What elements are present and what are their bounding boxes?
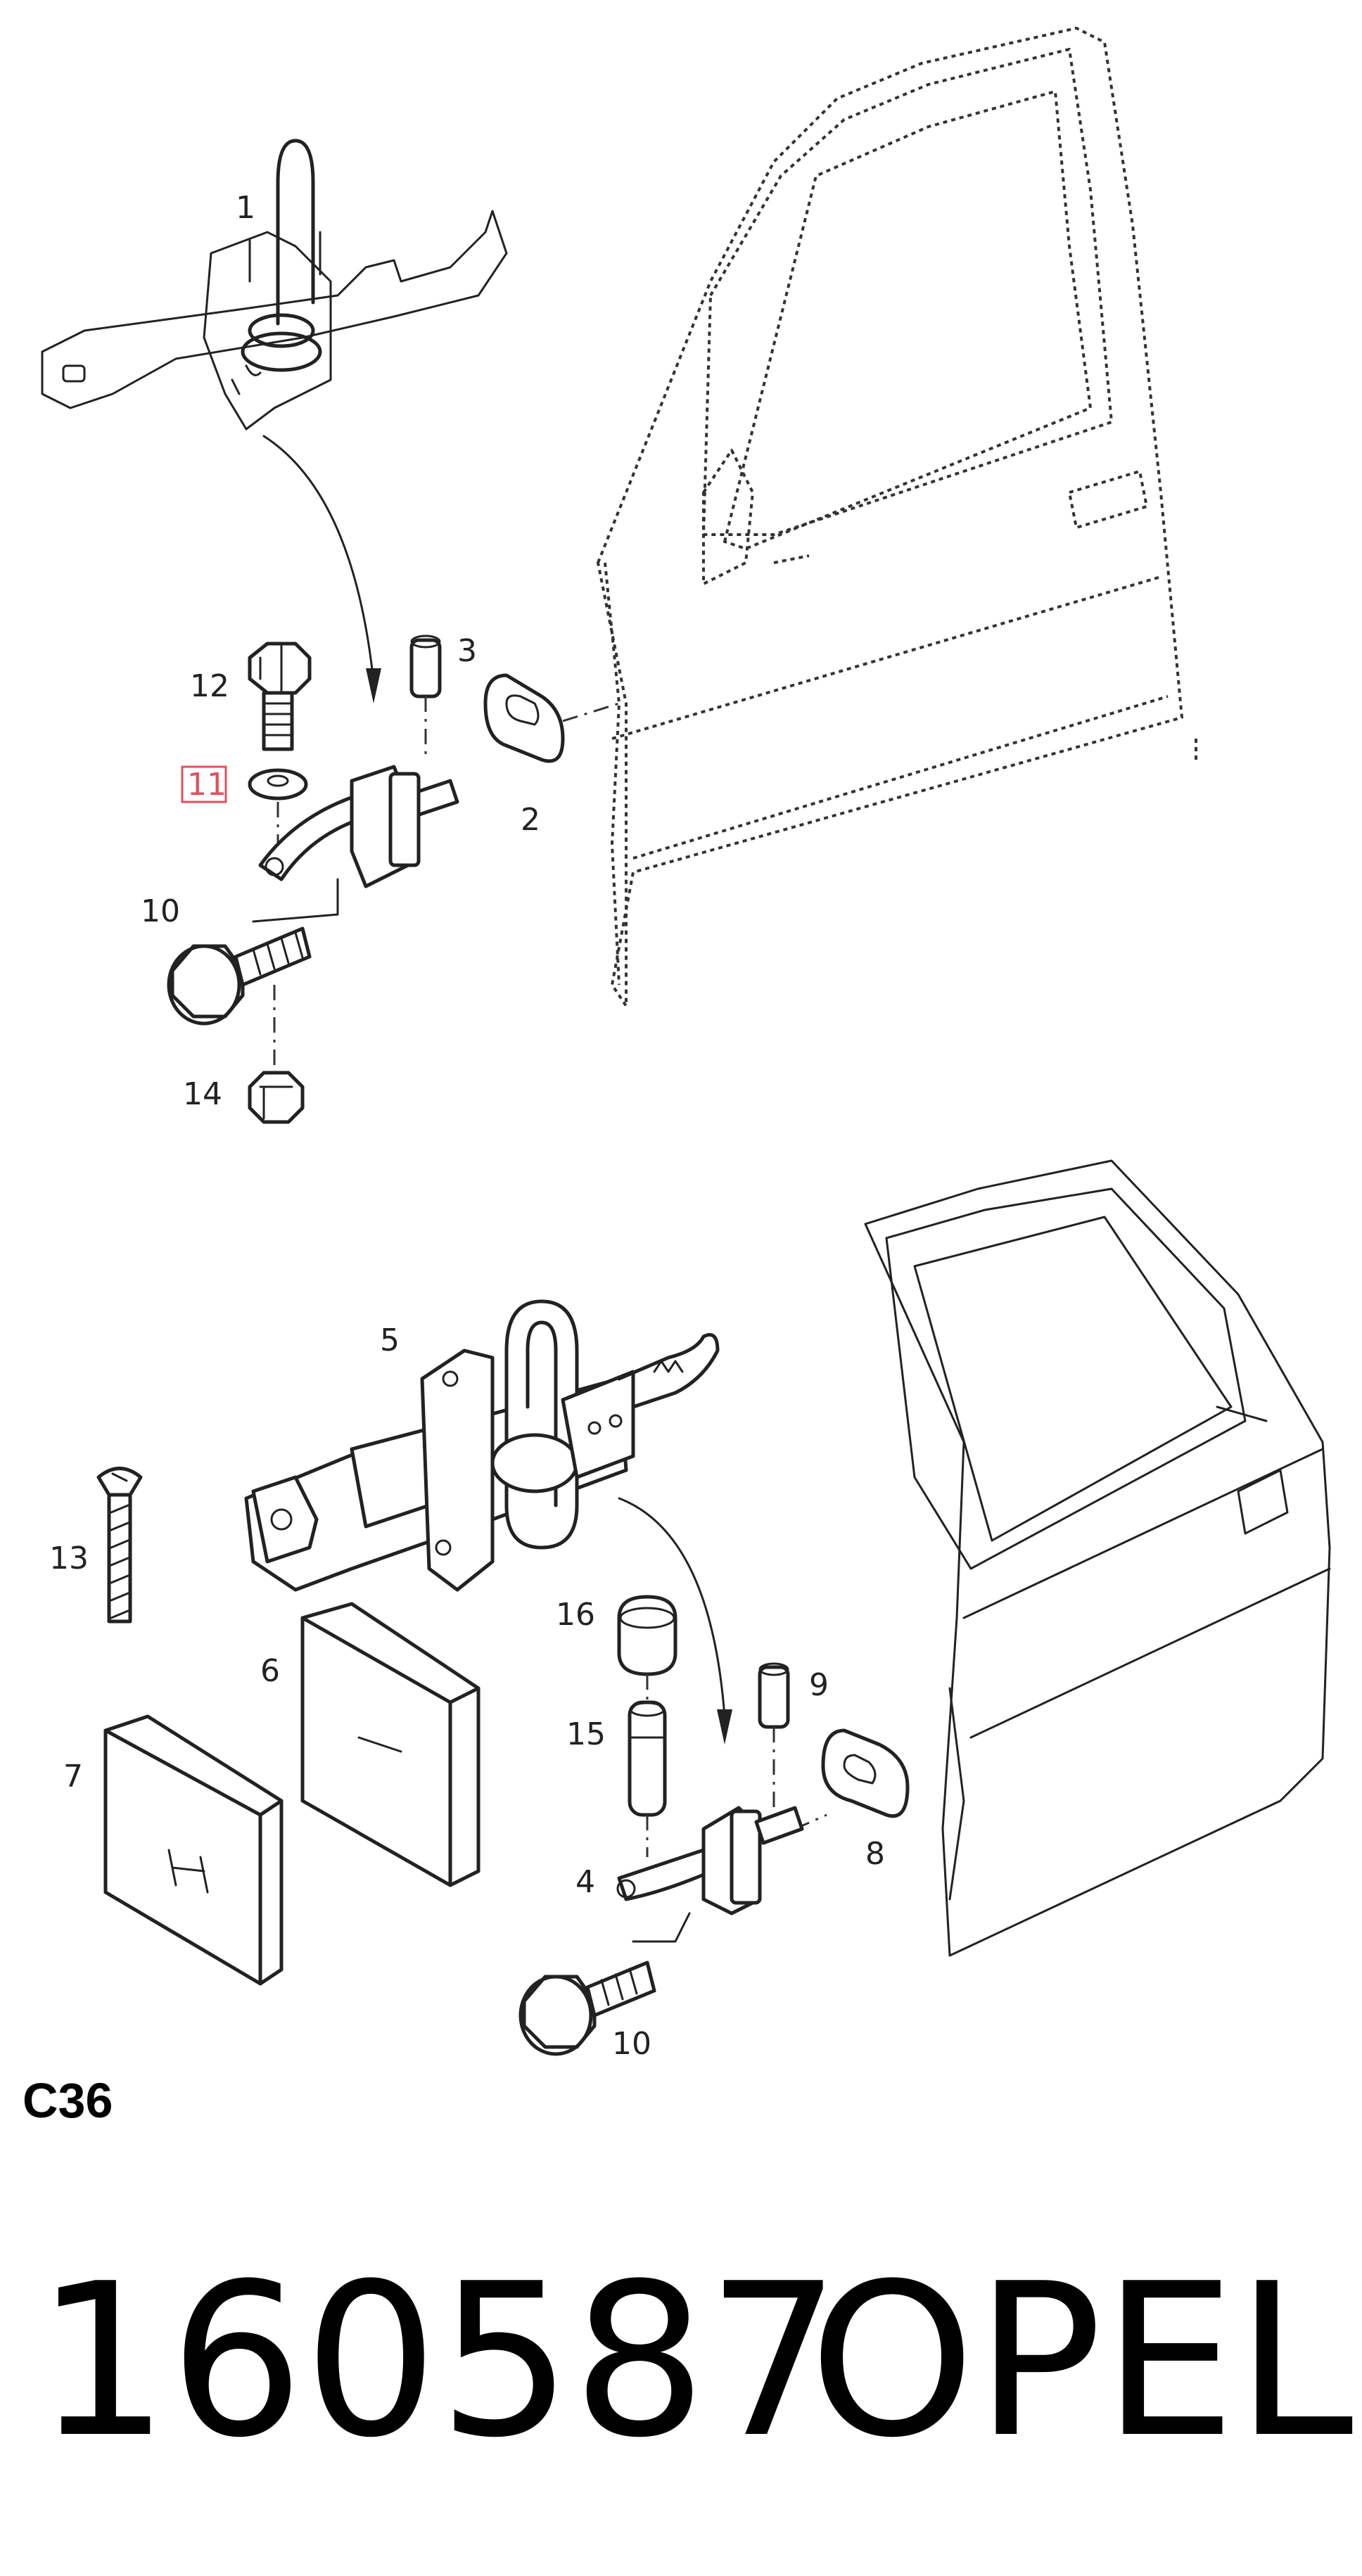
part-8-bump-stop	[821, 1728, 910, 1818]
callout-10-front[interactable]: 10	[141, 893, 180, 929]
part-6-pad	[300, 1602, 480, 1887]
assembly-arrow-front	[262, 435, 374, 677]
callout-4[interactable]: 4	[575, 1864, 595, 1900]
callout-13[interactable]: 13	[49, 1541, 89, 1576]
part-check-strap-arm	[252, 765, 459, 923]
callout-11[interactable]: 11	[187, 767, 227, 803]
part-2-bump-stop	[483, 673, 565, 763]
callout-11-highlight-box	[181, 765, 227, 803]
callout-6[interactable]: 6	[260, 1653, 280, 1689]
callout-2[interactable]: 2	[521, 802, 540, 838]
callout-8[interactable]: 8	[865, 1836, 885, 1872]
assembly-arrow-rear	[618, 1497, 726, 1718]
front-door-illustration	[597, 27, 1197, 1007]
callout-5[interactable]: 5	[380, 1322, 400, 1358]
page-code-label: C36	[23, 2073, 113, 2128]
part-10-flange-bolt-front	[167, 926, 312, 1026]
part-13-countersunk-screw	[96, 1467, 143, 1624]
callout-16[interactable]: 16	[556, 1597, 595, 1633]
part-14-nut	[248, 1071, 305, 1124]
part-7-pad	[103, 1714, 284, 1986]
rear-door-illustration	[864, 1159, 1331, 1957]
part-12-bolt	[248, 642, 312, 751]
part-4-check-strap-arm	[616, 1806, 804, 1943]
footer-brand: OPEL	[809, 2238, 1354, 2484]
part-9-pin	[758, 1662, 790, 1729]
part-5-rear-check-strap-assembly	[244, 1299, 720, 1592]
part-10-flange-bolt-rear	[518, 1960, 656, 2056]
callout-7[interactable]: 7	[63, 1759, 83, 1794]
part-16-cap	[617, 1595, 677, 1676]
callout-1[interactable]: 1	[236, 190, 255, 226]
footer-part-number: 160587	[35, 2238, 841, 2484]
part-1-check-strap-assembly	[41, 139, 508, 431]
callout-9[interactable]: 9	[809, 1667, 829, 1703]
callout-12[interactable]: 12	[190, 668, 229, 704]
callout-14[interactable]: 14	[183, 1076, 222, 1112]
part-15-pin	[628, 1700, 667, 1817]
part-11-washer	[248, 768, 308, 801]
callout-10-rear[interactable]: 10	[612, 2026, 651, 2062]
callout-15[interactable]: 15	[566, 1716, 606, 1752]
callout-3[interactable]: 3	[457, 633, 477, 669]
part-3-pin	[409, 635, 442, 699]
